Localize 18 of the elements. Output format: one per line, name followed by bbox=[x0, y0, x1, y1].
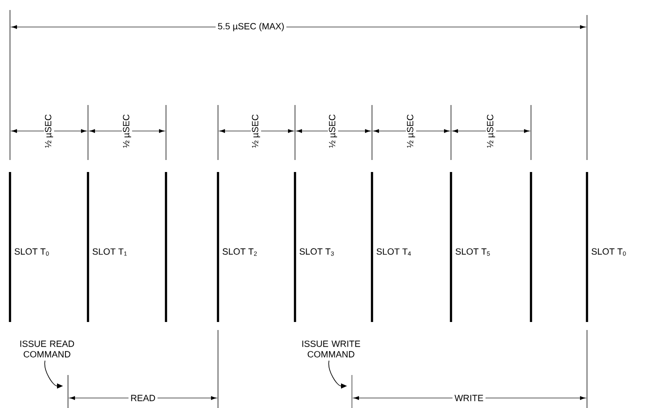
slot-label: SLOT T$_{4}$ bbox=[376, 248, 411, 256]
dimension-label: ½ µSEC bbox=[328, 113, 338, 149]
dimension-label: ½ µSEC bbox=[122, 113, 132, 149]
slot-label: SLOT T$_{0}$ bbox=[14, 248, 49, 256]
command-text: ISSUE READ COMMAND bbox=[20, 340, 74, 358]
slot-label: SLOT T$_{3}$ bbox=[300, 248, 334, 256]
slot-label: SLOT T$_{0}$ bbox=[592, 248, 626, 256]
dimension-label: ½ µSEC bbox=[44, 113, 54, 149]
dimension-label: 5.5 µSEC (MAX) bbox=[216, 20, 286, 34]
dimension-label: ½ µSEC bbox=[486, 113, 496, 149]
slot-label: SLOT T$_{5}$ bbox=[456, 248, 490, 256]
slot-label: SLOT T$_{1}$ bbox=[92, 248, 127, 256]
dimension-label: ½ µSEC bbox=[406, 113, 416, 149]
command-text: ISSUE WRITE COMMAND bbox=[302, 340, 360, 358]
dimension-label: ½ µSEC bbox=[250, 113, 262, 149]
dimension-label: READ bbox=[128, 392, 158, 404]
slot-label: SLOT T$_{2}$ bbox=[222, 248, 257, 256]
dimension-label: WRITE bbox=[452, 392, 486, 404]
